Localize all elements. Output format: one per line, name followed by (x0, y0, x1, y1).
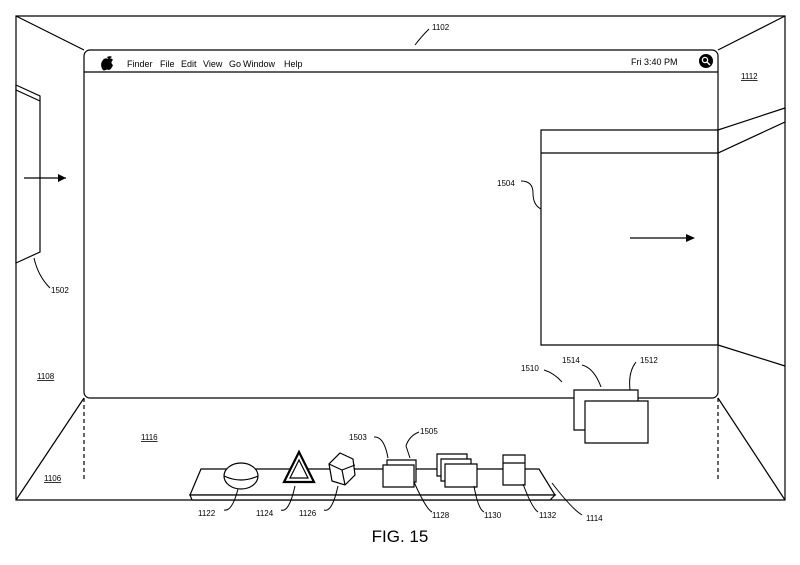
dock-item-hexagon-edge (329, 464, 342, 470)
leader-1514 (582, 365, 601, 387)
ref-label-1128: 1128 (432, 511, 450, 520)
stacked-window-front (585, 401, 648, 443)
right-arrow-icon (686, 234, 695, 242)
ref-label-1510: 1510 (521, 364, 539, 373)
leader-1510 (544, 370, 562, 382)
menu-item-edit[interactable]: Edit (181, 59, 197, 69)
leader-1122 (224, 489, 238, 510)
dock-shelf-front-edge (190, 495, 555, 500)
leader-lines (34, 29, 636, 515)
perspective-line-top-right (718, 16, 785, 50)
leader-1132 (523, 484, 538, 512)
ref-label-1122: 1122 (198, 509, 216, 518)
ref-label-1514: 1514 (562, 356, 580, 365)
ref-label-1108: 1108 (37, 372, 55, 381)
ref-label-1503: 1503 (349, 433, 367, 442)
search-icon[interactable] (699, 54, 713, 68)
menu-item-view[interactable]: View (203, 59, 223, 69)
dock-item-windows-front[interactable] (383, 465, 414, 487)
right-arrow-icon (58, 174, 66, 182)
ref-label-1504: 1504 (497, 179, 515, 188)
menubar-clock: Fri 3:40 PM (631, 57, 678, 67)
ref-label-1124: 1124 (256, 509, 274, 518)
menu-item-help[interactable]: Help (284, 59, 303, 69)
dock-item-disc[interactable] (224, 463, 258, 489)
ref-label-1116: 1116 (141, 433, 158, 442)
dock-item-triangle-inner (290, 460, 308, 478)
perspective-line-bottom-left (16, 398, 84, 500)
menu-item-go[interactable]: Go (229, 59, 241, 69)
perspective-line-bottom-right (718, 398, 785, 500)
leader-1503 (374, 437, 388, 458)
menu-item-finder[interactable]: Finder (127, 59, 153, 69)
apple-logo-icon[interactable] (101, 56, 113, 71)
dock-item-hexagon-edge (342, 465, 355, 470)
leader-1126 (324, 486, 338, 510)
leader-1130 (474, 486, 484, 512)
dock-item-box[interactable] (503, 455, 525, 485)
leader-1102 (415, 29, 429, 45)
leader-1128 (414, 482, 432, 512)
ref-label-1126: 1126 (299, 509, 317, 518)
dock-item-stack-front[interactable] (445, 464, 477, 487)
ref-label-1112: 1112 (741, 72, 758, 81)
ref-label-1106: 1106 (44, 474, 62, 483)
leader-1124 (281, 486, 295, 510)
ref-label-1505: 1505 (420, 427, 438, 436)
menu-item-file[interactable]: File (160, 59, 175, 69)
left-wall-window (16, 85, 40, 263)
ref-label-1132: 1132 (539, 511, 557, 520)
leader-1114 (552, 483, 582, 515)
leader-1505 (406, 432, 419, 458)
left-wall-window-titlebar (16, 90, 40, 101)
leader-1502 (34, 258, 50, 288)
ref-label-1502: 1502 (51, 286, 69, 295)
ref-label-1114: 1114 (586, 514, 603, 523)
ref-label-1130: 1130 (484, 511, 502, 520)
dock-item-disc-rim (224, 476, 258, 480)
leader-1504 (521, 181, 541, 209)
ref-label-1512: 1512 (640, 356, 658, 365)
dock-item-hexagon-edge (342, 470, 345, 485)
leader-1512 (630, 362, 636, 390)
menu-item-window[interactable]: Window (243, 59, 276, 69)
moving-window-right-wall-bottom (718, 345, 785, 366)
figure-caption: FIG. 15 (371, 527, 429, 546)
moving-window-right-wall-portion (718, 108, 785, 153)
ref-label-1102: 1102 (432, 23, 450, 32)
perspective-line-top-left (16, 16, 84, 50)
